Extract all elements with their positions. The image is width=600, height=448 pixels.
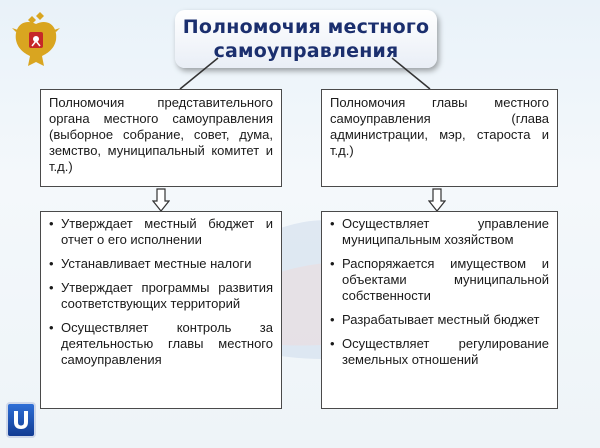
head-of-government-header: Полномочия главы местного самоуправления… — [330, 95, 549, 158]
list-item: Осуществляет управление муниципальным хо… — [330, 216, 549, 248]
representative-body-header: Полномочия представительного органа мест… — [49, 95, 273, 174]
list-item: Разрабатывает местный бюджет — [330, 312, 549, 328]
u-glyph-icon — [14, 411, 28, 429]
representative-powers-list: Утверждает местный бюджет и отчет о его … — [40, 211, 282, 409]
page-title: Полномочия местного самоуправления — [182, 16, 430, 62]
arrow-down-left-icon — [152, 188, 170, 212]
list-item: Утверждает программы развития соответств… — [49, 280, 273, 312]
representative-body-box: Полномочия представительного органа мест… — [40, 89, 282, 187]
list-item: Осуществляет регулирование земельных отн… — [330, 336, 549, 368]
arrow-down-right-icon — [428, 188, 446, 212]
list-item: Осуществляет контроль за деятельностью г… — [49, 320, 273, 368]
title-box: Полномочия местного самоуправления — [175, 10, 437, 68]
u-logo-icon[interactable] — [6, 402, 36, 438]
russian-coat-of-arms-icon — [12, 12, 60, 66]
head-powers-list: Осуществляет управление муниципальным хо… — [321, 211, 558, 409]
list-item: Распоряжается имуществом и объектами мун… — [330, 256, 549, 304]
head-of-government-box: Полномочия главы местного самоуправления… — [321, 89, 558, 187]
list-item: Устанавливает местные налоги — [49, 256, 273, 272]
list-item: Утверждает местный бюджет и отчет о его … — [49, 216, 273, 248]
